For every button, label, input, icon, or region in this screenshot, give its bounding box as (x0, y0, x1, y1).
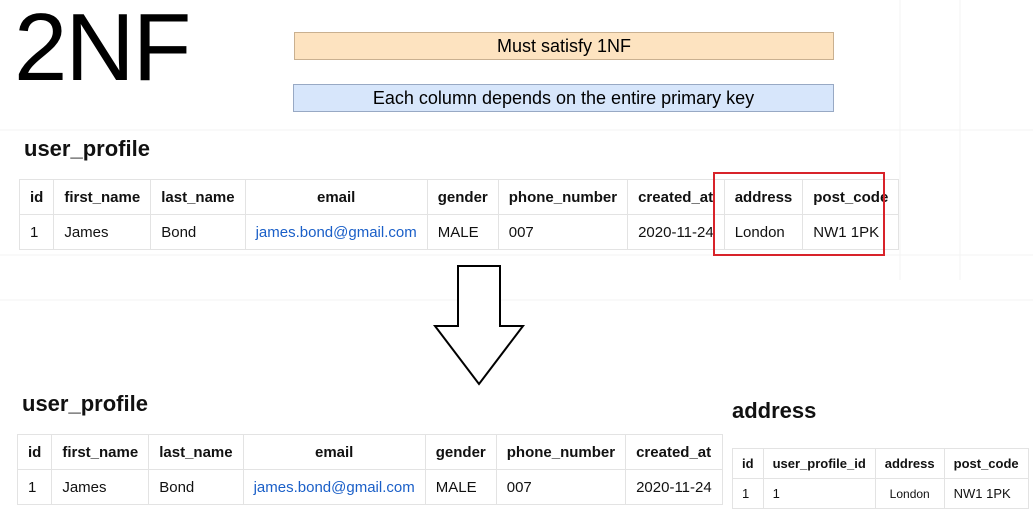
column-header: email (242, 434, 426, 470)
table-cell: MALE (424, 469, 497, 505)
table-cell: 1 (762, 478, 876, 509)
column-header: id (732, 448, 764, 479)
column-header: phone_number (495, 434, 627, 470)
column-header: id (16, 434, 53, 470)
column-header: last_name (148, 434, 244, 470)
rule-note-1nf: Must satisfy 1NF (294, 32, 834, 60)
address-columns-highlight (713, 172, 885, 256)
table-cell: Bond (150, 214, 246, 250)
table-cell: MALE (426, 214, 499, 250)
table-cell: James (51, 469, 150, 505)
table-header-row: id first_name last_name email gender pho… (16, 434, 723, 470)
column-header: email (244, 179, 428, 215)
column-header: address (723, 179, 804, 215)
column-header: first_name (53, 179, 152, 215)
down-arrow-icon (432, 265, 526, 386)
table-cell: 1 (18, 214, 55, 250)
address-table: id user_profile_id address post_code 1 1… (732, 448, 1029, 509)
table-row: 1 1 London NW1 1PK (732, 478, 1029, 509)
table-cell: James (53, 214, 152, 250)
table-cell: 007 (497, 214, 629, 250)
table-header-row: id first_name last_name email gender pho… (18, 179, 900, 215)
column-header: phone_number (497, 179, 629, 215)
email-link[interactable]: james.bond@gmail.com (242, 469, 426, 505)
top-user-profile-table: id first_name last_name email gender pho… (18, 179, 900, 250)
column-header: first_name (51, 434, 150, 470)
top-table-name: user_profile (24, 136, 150, 161)
column-header: user_profile_id (762, 448, 876, 479)
email-link[interactable]: james.bond@gmail.com (244, 214, 428, 250)
bottom-user-profile-table: id first_name last_name email gender pho… (16, 434, 723, 505)
table-cell: 2020-11-24 (625, 469, 723, 505)
table-cell: 2020-11-24 (627, 214, 725, 250)
column-header: created_at (627, 179, 725, 215)
column-header: created_at (625, 434, 723, 470)
bottom-left-table-name: user_profile (22, 391, 148, 416)
column-header: last_name (150, 179, 246, 215)
column-header: gender (424, 434, 497, 470)
rule-note-primary-key: Each column depends on the entire primar… (293, 84, 834, 112)
table-cell: London (723, 214, 804, 250)
table-cell: London (874, 478, 945, 509)
table-cell: 1 (16, 469, 53, 505)
diagram-title: 2NF (14, 0, 191, 101)
column-header: post_code (943, 448, 1029, 479)
table-cell: Bond (148, 469, 244, 505)
table-cell: 007 (495, 469, 627, 505)
column-header: id (18, 179, 55, 215)
column-header: gender (426, 179, 499, 215)
table-row: 1 James Bond james.bond@gmail.com MALE 0… (16, 469, 723, 505)
table-header-row: id user_profile_id address post_code (732, 448, 1029, 479)
column-header: address (874, 448, 945, 479)
table-cell: NW1 1PK (943, 478, 1029, 509)
table-cell: 1 (732, 478, 764, 509)
bottom-right-table-name: address (732, 398, 817, 423)
